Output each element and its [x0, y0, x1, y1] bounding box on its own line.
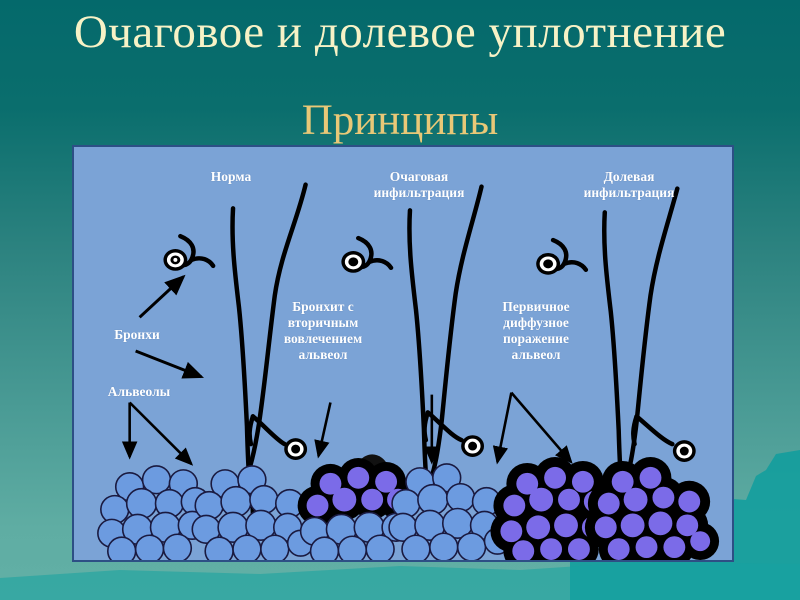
alveoli-cluster-normal [97, 465, 210, 560]
bronchial-tree-focal [341, 184, 485, 514]
alveolar-sac-icon [163, 249, 188, 271]
label-focal-infiltration: Очаговая инфильтрация [373, 169, 465, 200]
alveoli-cluster-lobar-infiltrated [584, 456, 720, 560]
label-norma: Норма [210, 169, 252, 184]
alveolar-sac-icon [284, 438, 308, 460]
page-title: Очаговое и долевое уплотнение [73, 6, 727, 58]
alveolar-sac-icon [461, 435, 485, 457]
alveolar-sac-icon [672, 440, 696, 462]
lung-diagram-svg [97, 182, 720, 560]
label-bronchitis-secondary: Бронхит с вторичным вовлечением альвеол [283, 299, 363, 362]
label-primary-diffuse: Первичное диффузное поражение альвеол [502, 299, 570, 362]
label-alveoli: Альвеолы [107, 384, 171, 399]
alveoli-cluster-normal [388, 463, 512, 560]
page-subtitle: Принципы [301, 97, 499, 144]
alveolar-sac-icon [536, 252, 561, 275]
alveoli-cluster-focal-infiltrated [297, 457, 418, 560]
diagram-panel: Норма Очаговая инфильтрация Долевая инфи… [72, 145, 734, 562]
alveolar-sac-icon [341, 250, 366, 273]
label-lobar-infiltration: Долевая инфильтрация [583, 169, 675, 200]
alveoli-cluster-normal [191, 465, 315, 560]
annotation-arrows [121, 274, 573, 466]
label-bronchi: Бронхи [114, 327, 160, 342]
